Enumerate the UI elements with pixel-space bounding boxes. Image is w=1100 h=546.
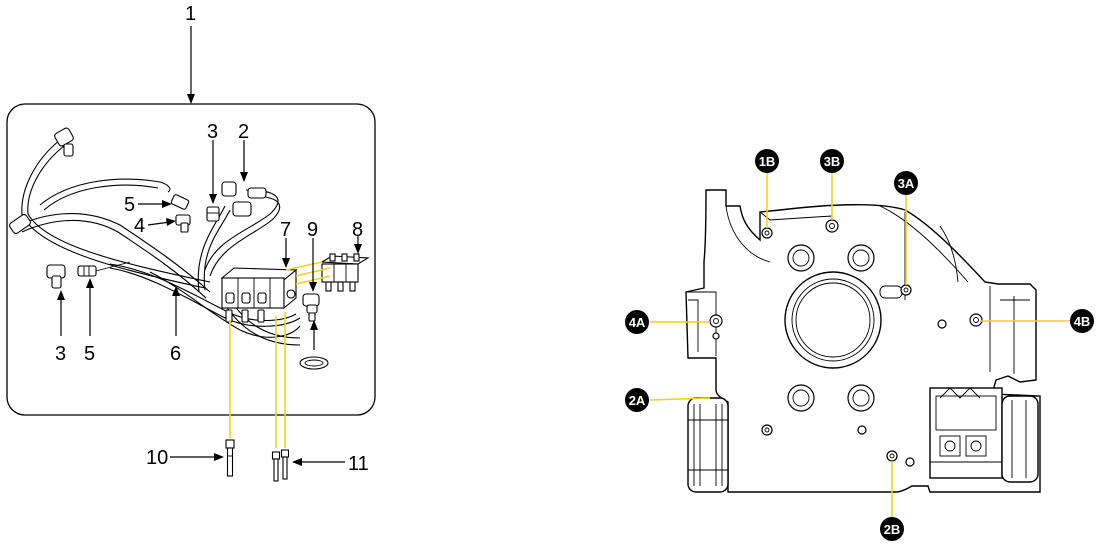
badge-3B: 3B xyxy=(820,149,844,173)
housing-panel: 1B 3B 3A 4A 4B 2A 2B xyxy=(625,149,1094,541)
svg-text:4B: 4B xyxy=(1074,314,1091,329)
central-bore xyxy=(784,271,882,369)
callout-10: 10 xyxy=(146,447,168,469)
callout-1-arrowhead xyxy=(187,94,195,104)
callout-4: 4 xyxy=(134,215,145,237)
bolt-11-b xyxy=(280,449,290,480)
callout-6: 6 xyxy=(170,343,181,365)
badge-4A: 4A xyxy=(625,310,649,334)
svg-text:1B: 1B xyxy=(759,154,776,169)
svg-text:3B: 3B xyxy=(824,154,841,169)
badge-3A: 3A xyxy=(894,171,918,195)
badge-4B: 4B xyxy=(1070,309,1094,333)
svg-text:2A: 2A xyxy=(629,393,646,408)
callout-2: 2 xyxy=(238,121,249,143)
part-5-adapter-left xyxy=(77,265,97,277)
callout-5-bottom: 5 xyxy=(84,343,95,365)
callout-8: 8 xyxy=(352,219,363,241)
part-4-elbow-top xyxy=(175,214,191,233)
callout-5-top: 5 xyxy=(124,194,135,216)
bosses xyxy=(787,244,875,412)
part-5-adapter-top xyxy=(170,194,190,210)
callout-7: 7 xyxy=(280,219,291,241)
callout-3-top: 3 xyxy=(207,121,218,143)
bolt-11-a xyxy=(271,451,281,482)
hose-kit-panel: 1 2 3 3 4 5 5 6 7 8 9 10 11 xyxy=(6,3,376,482)
part-3-elbow-left xyxy=(46,264,66,289)
svg-text:2B: 2B xyxy=(884,522,901,537)
badge-2B: 2B xyxy=(880,517,904,541)
seal-ring xyxy=(299,356,329,370)
svg-text:3A: 3A xyxy=(898,176,915,191)
svg-text:4A: 4A xyxy=(629,315,646,330)
callout-9: 9 xyxy=(307,219,318,241)
part-8-block-exploded xyxy=(320,253,370,292)
badge-1B: 1B xyxy=(755,149,779,173)
callout-11: 11 xyxy=(348,453,369,475)
callout-1: 1 xyxy=(185,3,196,25)
part-3-fitting-top xyxy=(206,206,220,222)
part-7-distributor-block xyxy=(220,267,298,323)
badge-leaders xyxy=(649,172,1070,517)
part-9-nipple xyxy=(302,293,320,322)
bolt-10 xyxy=(225,439,235,477)
elbow-fitting-top-left xyxy=(54,127,74,157)
valve-assembly xyxy=(929,387,1039,483)
side-accumulator xyxy=(687,397,729,493)
callout-leaders xyxy=(57,140,362,466)
part-2-tee-fitting xyxy=(221,181,267,217)
badge-2A: 2A xyxy=(625,388,649,412)
end-fitting-left xyxy=(8,213,32,235)
callout-3-bottom: 3 xyxy=(55,343,66,365)
